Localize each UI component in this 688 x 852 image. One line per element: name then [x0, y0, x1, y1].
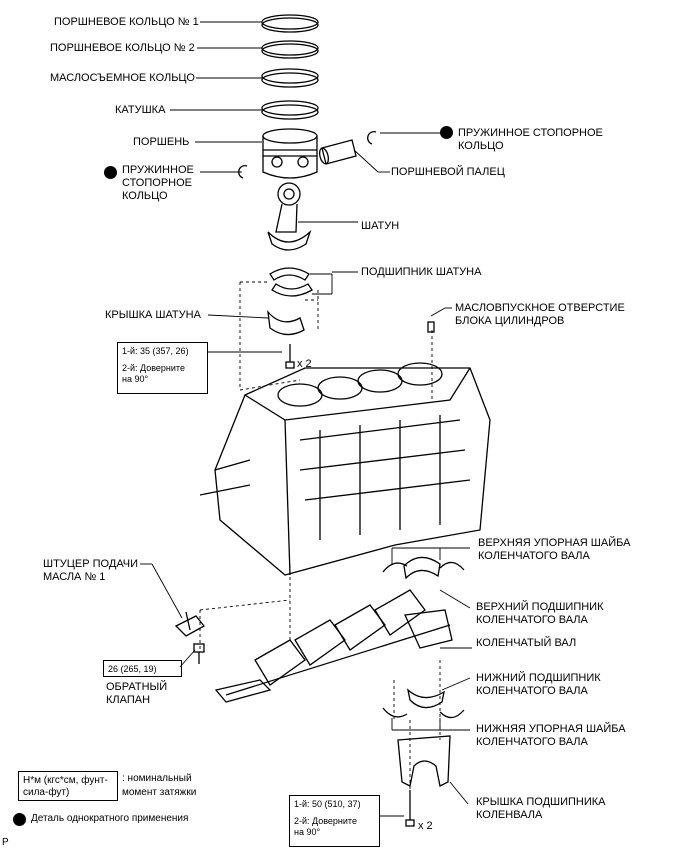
label-check-valve-2: КЛАПАН: [106, 694, 151, 706]
torque-value: 26 (265, 19): [108, 664, 157, 674]
lower-thrust-washer-right: [439, 709, 465, 719]
label-piston-ring-1: ПОРШНЕВОЕ КОЛЬЦО № 1: [54, 16, 199, 28]
legend-unit-box: Н*м (кгс*см, фунт- сила-фут): [18, 771, 118, 801]
piston: [262, 128, 318, 179]
label-upper-thrust-2: КОЛЕНЧАТОГО ВАЛА: [478, 550, 590, 562]
single-use-dot-icon: [104, 166, 117, 179]
snap-ring-left: [238, 165, 248, 179]
torque-step: 2-й: Доверните: [294, 816, 357, 826]
label-oil-hole-2: БЛОКА ЦИЛИНДРОВ: [455, 315, 565, 327]
label-oil-hole-1: МАСЛОВПУСКНОЕ ОТВЕРСТИЕ: [455, 302, 625, 314]
label-rod-bearing: ПОДШИПНИК ШАТУНА: [361, 266, 482, 278]
check-valve-shape: [193, 643, 205, 664]
torque-value: 1-й: 50 (510, 37): [294, 799, 361, 809]
label-oil-nozzle-2: МАСЛА № 1: [43, 571, 106, 583]
crankshaft-shape: [214, 589, 453, 703]
piston-pin: [318, 139, 357, 165]
legend-unit-desc-1: : номинальный: [122, 773, 192, 784]
rod-cap-bolt: [285, 344, 295, 369]
label-lower-bearing-1: НИЖНИЙ ПОДШИПНИК: [476, 672, 601, 684]
label-upper-bearing-1: ВЕРХНИЙ ПОДШИПНИК: [476, 601, 604, 613]
label-snap-ring-right-2: КОЛЬЦО: [458, 140, 504, 152]
torque-box-check-valve: 26 (265, 19): [103, 660, 182, 677]
quantity-main-bolt: x 2: [418, 820, 433, 832]
lower-bearing-shell: [406, 688, 445, 709]
upper-bearing-shell: [403, 556, 441, 580]
label-piston: ПОРШЕНЬ: [133, 136, 190, 148]
label-rod-cap: КРЫШКА ШАТУНА: [105, 309, 201, 321]
label-coil: КАТУШКА: [115, 104, 166, 116]
torque-angle: на 90°: [294, 827, 321, 837]
torque-box-main-cap: 1-й: 50 (510, 37) 2-й: Доверните на 90°: [289, 795, 380, 847]
label-main-cap-1: КРЫШКА ПОДШИПНИКА: [476, 796, 606, 808]
label-oil-ring: МАСЛОСЪЕМНОЕ КОЛЬЦО: [50, 72, 195, 84]
label-lower-thrust-1: НИЖНЯЯ УПОРНАЯ ШАЙБА: [476, 723, 626, 735]
rod-bearing-lower: [271, 283, 313, 297]
lower-thrust-washer-left: [382, 707, 408, 718]
label-connecting-rod: ШАТУН: [361, 220, 400, 232]
coil-ring: [261, 100, 319, 120]
torque-angle: на 90°: [122, 374, 149, 384]
piston-ring-2: [261, 40, 319, 59]
corner-mark: P: [2, 837, 9, 848]
label-lower-thrust-2: КОЛЕНЧАТОГО ВАЛА: [476, 736, 588, 748]
legend-unit-line-2: сила-фут): [23, 787, 70, 798]
single-use-dot-icon: [13, 813, 26, 826]
cylinder-block: [199, 362, 491, 576]
label-piston-ring-2: ПОРШНЕВОЕ КОЛЬЦО № 2: [50, 42, 195, 54]
label-snap-ring-right-1: ПРУЖИННОЕ СТОПОРНОЕ: [458, 127, 603, 139]
torque-box-rod-cap: 1-й: 35 (357, 26) 2-й: Доверните на 90°: [117, 342, 208, 394]
legend-single-use: Деталь однократного применения: [31, 813, 189, 824]
torque-value: 1-й: 35 (357, 26): [122, 346, 189, 356]
piston-ring-1: [261, 14, 319, 33]
label-snap-ring-left-2: СТОПОРНОЕ: [122, 177, 192, 189]
label-snap-ring-left-1: ПРУЖИННОЕ: [122, 164, 194, 176]
upper-thrust-washer-right: [439, 561, 465, 571]
label-check-valve-1: ОБРАТНЫЙ: [106, 681, 168, 693]
label-crankshaft: КОЛЕНЧАТЫЙ ВАЛ: [476, 637, 577, 649]
label-piston-pin: ПОРШНЕВОЙ ПАЛЕЦ: [391, 166, 505, 178]
oil-nozzle: [174, 611, 205, 637]
single-use-dot-icon: [440, 126, 453, 139]
legend-unit-line-1: Н*м (кгс*см, фунт-: [23, 775, 108, 786]
oil-hole-plug: [427, 321, 435, 333]
legend-unit-desc-2: момент затяжки: [122, 787, 197, 798]
quantity-rod-bolt: x 2: [297, 358, 312, 370]
connecting-rod: [267, 182, 312, 251]
rod-cap-shape: [267, 309, 305, 336]
label-oil-nozzle-1: ШТУЦЕР ПОДАЧИ: [43, 558, 139, 570]
upper-thrust-washer-left: [382, 562, 408, 573]
snap-ring-right: [367, 131, 377, 145]
label-snap-ring-left-3: КОЛЬЦО: [122, 190, 168, 202]
main-bearing-cap-shape: [397, 735, 451, 787]
label-main-cap-2: КОЛЕНВАЛА: [476, 809, 543, 821]
rod-bearing-upper: [269, 267, 310, 281]
main-cap-bolt: [405, 790, 415, 827]
label-upper-bearing-2: КОЛЕНЧАТОГО ВАЛА: [476, 614, 588, 626]
torque-step: 2-й: Доверните: [122, 363, 185, 373]
label-lower-bearing-2: КОЛЕНЧАТОГО ВАЛА: [476, 685, 588, 697]
label-upper-thrust-1: ВЕРХНЯЯ УПОРНАЯ ШАЙБА: [478, 537, 631, 549]
oil-ring: [261, 68, 319, 88]
